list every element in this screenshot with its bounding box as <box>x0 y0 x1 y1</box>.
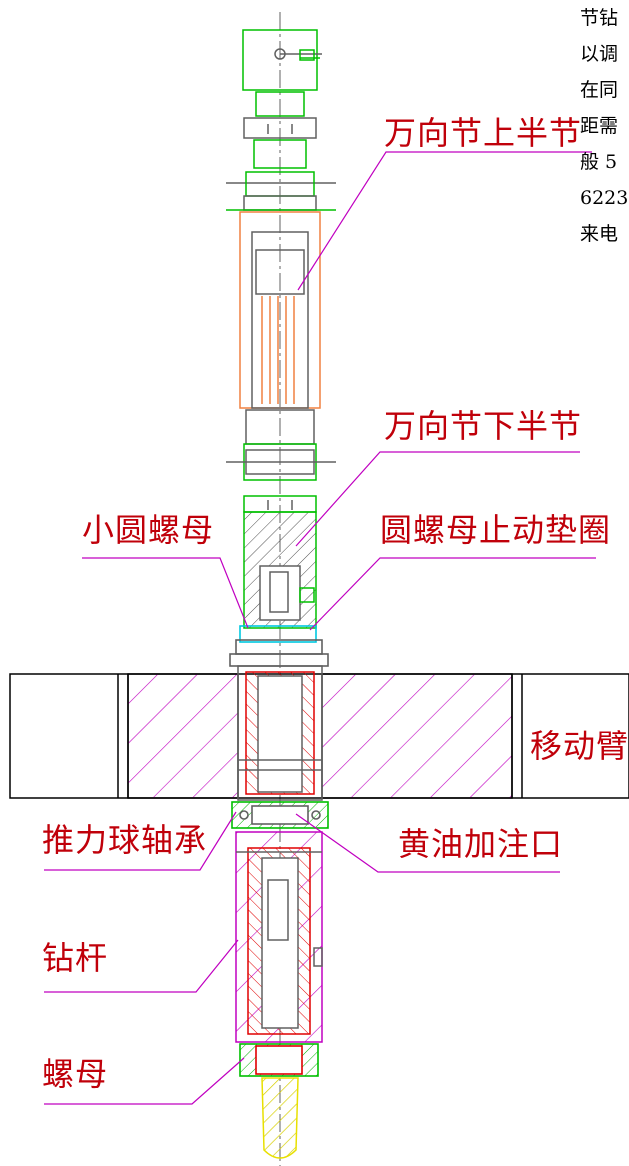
moving-arm <box>9 673 629 799</box>
leader-grease-port <box>295 813 560 873</box>
leader-small-nut <box>82 557 249 629</box>
leader-upper-half <box>297 151 592 291</box>
leader-lock-washer <box>309 557 596 631</box>
label-small-nut: 小圆螺母 <box>82 511 215 549</box>
side-line: 在同 <box>580 79 619 101</box>
side-line: 以调 <box>580 43 619 65</box>
thrust-bearing <box>231 801 329 829</box>
drill-holder <box>235 831 323 1043</box>
spindle-housing <box>237 665 323 801</box>
side-line: 距需 <box>580 115 619 137</box>
label-grease-port: 黄油加注口 <box>398 825 564 863</box>
small-nut-group <box>229 625 329 667</box>
leader-thrust-bearing <box>44 811 237 871</box>
upper-joint-half <box>226 29 336 409</box>
label-lower-half: 万向节下半节 <box>384 407 583 445</box>
leader-lower-half <box>295 451 580 547</box>
label-nut: 螺母 <box>42 1055 109 1093</box>
side-line: 般 5 <box>580 151 618 173</box>
bottom-nut <box>239 1043 319 1077</box>
label-moving-arm: 移动臂 <box>530 727 629 765</box>
label-upper-half: 万向节上半节 <box>384 114 583 152</box>
label-drill-rod: 钻杆 <box>42 939 109 977</box>
side-line: 来电 <box>580 223 619 245</box>
side-paragraph: 节钻 以调 在同 距需 般 5 6223 来电 <box>580 0 629 252</box>
label-lock-washer: 圆螺母止动垫圈 <box>380 511 612 549</box>
side-line: 6223 <box>580 187 629 209</box>
leader-lines <box>44 151 596 1105</box>
leader-drill-rod <box>44 939 239 993</box>
lower-joint-half <box>226 409 336 629</box>
drill-bit <box>261 1077 299 1159</box>
leader-nut <box>44 1057 245 1105</box>
side-line: 节钻 <box>580 7 619 29</box>
label-thrust-bearing: 推力球轴承 <box>42 821 208 859</box>
